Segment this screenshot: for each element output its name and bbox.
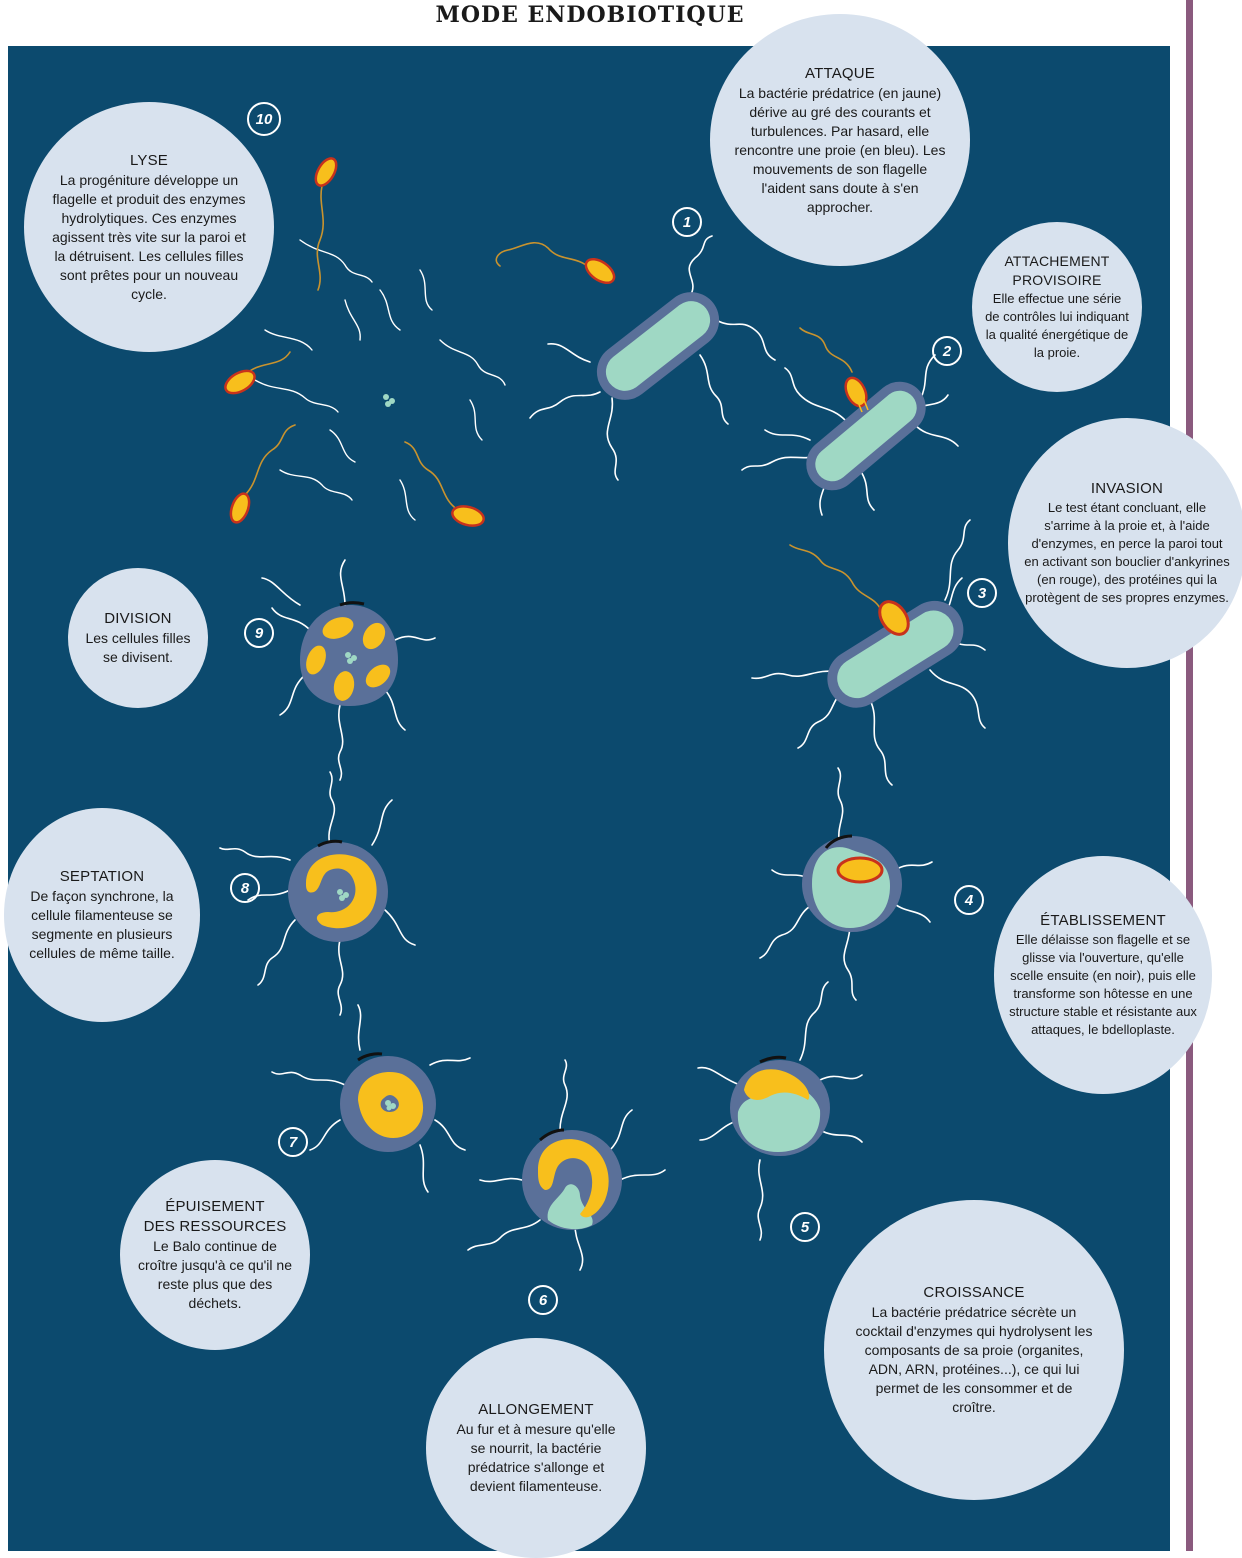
step10-title: LYSE [130, 151, 168, 171]
step10-bubble: LYSE La progéniture développe un flagell… [24, 102, 274, 352]
step6-text: Au fur et à mesure qu'elle se nourrit, l… [452, 1420, 620, 1496]
step9-bdelloplast [300, 603, 398, 706]
step2-text: Elle effectue une série de contrôles lui… [984, 290, 1130, 362]
step10-text: La progéniture développe un flagelle et … [50, 171, 248, 304]
step8-bdelloplast [288, 841, 388, 942]
step1-number: 1 [672, 207, 702, 237]
step1-text: La bactérie prédatrice (en jaune) dérive… [732, 84, 948, 217]
step5-bdelloplast [730, 1057, 830, 1156]
step5-text: La bactérie prédatrice sécrète un cockta… [854, 1303, 1094, 1417]
step2-title: ATTACHEMENT PROVISOIRE [1004, 252, 1109, 290]
step4-bubble: ÉTABLISSEMENT Elle délaisse son flagelle… [994, 856, 1212, 1094]
step8-text: De façon synchrone, la cellule filamente… [16, 887, 188, 963]
step7-text: Le Balo continue de croître jusqu'à ce q… [136, 1237, 294, 1313]
debris-cluster [383, 394, 395, 407]
step4-text: Elle délaisse son flagelle et se glisse … [1008, 931, 1198, 1039]
step3-number: 3 [967, 578, 997, 608]
step9-number: 9 [244, 618, 274, 648]
step10-number: 10 [247, 102, 281, 136]
step7-bubble: ÉPUISEMENT DES RESSOURCES Le Balo contin… [120, 1160, 310, 1350]
step5-title: CROISSANCE [923, 1283, 1024, 1303]
step7-bdelloplast [340, 1054, 436, 1152]
step1-predator [582, 254, 619, 287]
step4-bdelloplast [802, 836, 902, 932]
step3-title: INVASION [1091, 479, 1163, 499]
step4-title: ÉTABLISSEMENT [1040, 911, 1166, 931]
step2-bubble: ATTACHEMENT PROVISOIRE Elle effectue une… [972, 222, 1142, 392]
step9-text: Les cellules filles se divisent. [78, 629, 198, 667]
step3-text: Le test étant concluant, elle s'arrime à… [1024, 499, 1230, 607]
step8-bubble: SEPTATION De façon synchrone, la cellule… [4, 808, 200, 1022]
step1-prey-cell [586, 281, 731, 411]
step1-bubble: ATTAQUE La bactérie prédatrice (en jaune… [710, 14, 970, 266]
step3-bubble: INVASION Le test étant concluant, elle s… [1008, 418, 1242, 668]
step6-number: 6 [528, 1285, 558, 1315]
lysis-debris [255, 240, 505, 520]
step5-bubble: CROISSANCE La bactérie prédatrice sécrèt… [824, 1200, 1124, 1500]
step2-number: 2 [932, 336, 962, 366]
step6-bubble: ALLONGEMENT Au fur et à mesure qu'elle s… [426, 1338, 646, 1558]
step4-number: 4 [954, 885, 984, 915]
step8-number: 8 [230, 873, 260, 903]
step7-number: 7 [278, 1127, 308, 1157]
step7-title: ÉPUISEMENT DES RESSOURCES [144, 1197, 287, 1237]
step6-bdelloplast [522, 1130, 622, 1230]
step6-title: ALLONGEMENT [478, 1400, 594, 1420]
step9-title: DIVISION [104, 609, 171, 629]
step1-title: ATTAQUE [805, 64, 875, 84]
step8-title: SEPTATION [60, 867, 145, 887]
prey-flagella [220, 236, 985, 1270]
step9-bubble: DIVISION Les cellules filles se divisent… [68, 568, 208, 708]
step5-number: 5 [790, 1212, 820, 1242]
